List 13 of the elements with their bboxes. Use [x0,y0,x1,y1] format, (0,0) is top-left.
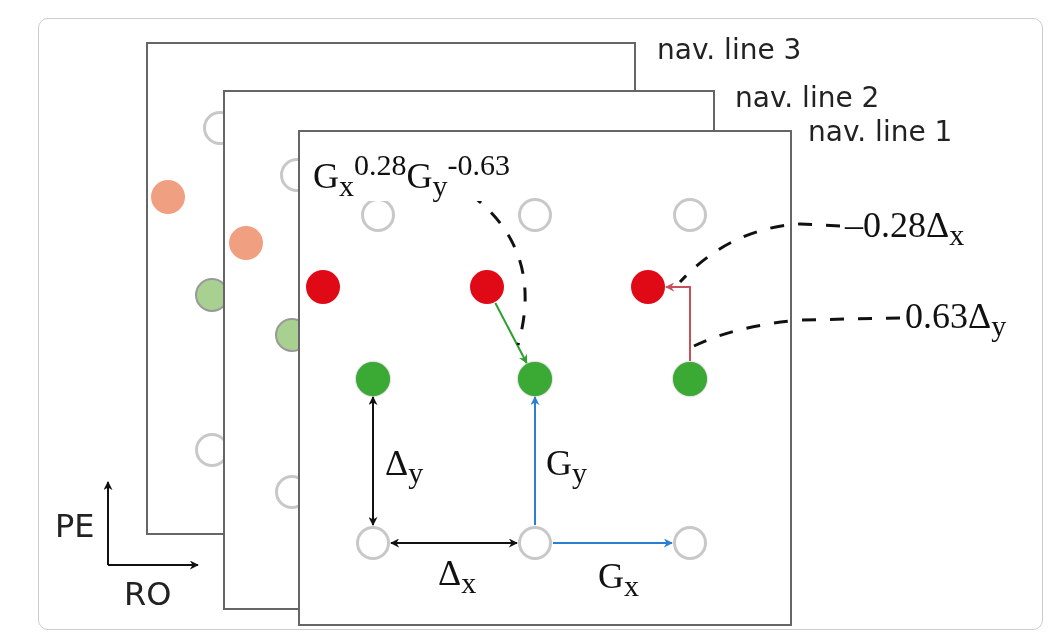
arrow [494,301,528,365]
arrow [390,538,518,548]
panel-label: nav. line 2 [735,84,880,112]
arrow [368,396,378,526]
leader-line [693,316,901,348]
arrow [665,282,691,362]
arrow [552,538,673,548]
leader-line [678,222,841,284]
panel-label: nav. line 3 [657,36,802,64]
panel-label: nav. line 1 [808,118,953,146]
axis-label: RO [124,578,172,610]
arrow [530,396,540,526]
axis-label: PE [55,510,95,542]
